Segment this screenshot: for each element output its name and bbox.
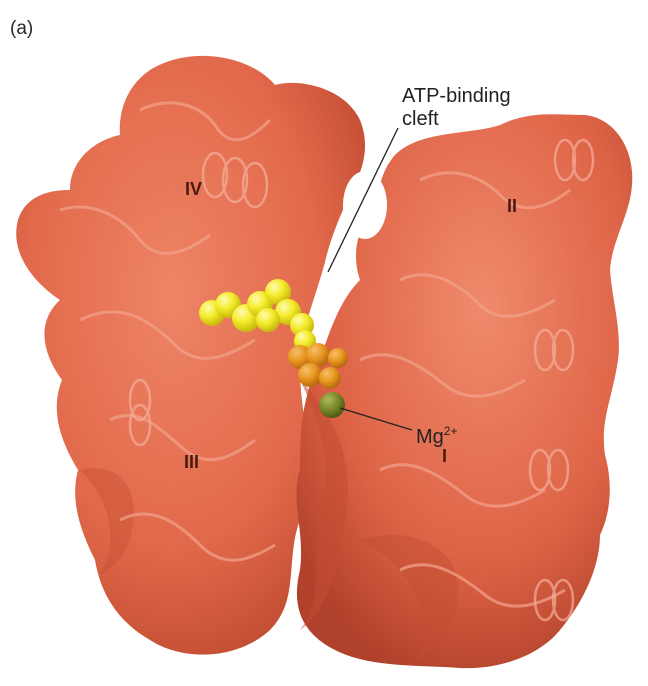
atp-phosphate xyxy=(319,367,341,389)
atp-phosphate xyxy=(288,345,312,369)
atp-molecule xyxy=(199,279,348,389)
helix-coil xyxy=(553,138,577,182)
helix-coils xyxy=(128,138,595,622)
domain-label-ii: II xyxy=(507,196,518,216)
atp-label-line1: ATP-binding xyxy=(402,85,511,107)
surface-lobe-right xyxy=(296,114,633,669)
ribbon xyxy=(419,171,571,210)
helix-coil xyxy=(551,578,575,622)
ribbon xyxy=(139,101,272,142)
helix-coil xyxy=(546,448,570,492)
magnesium-ion xyxy=(319,392,345,418)
ribbon xyxy=(79,310,256,360)
ribbon xyxy=(399,273,556,318)
domain-label-iii: III xyxy=(184,452,200,472)
mg-label-charge: 2+ xyxy=(443,424,458,438)
atp-phosphate xyxy=(298,363,322,387)
atp-atom xyxy=(265,279,291,305)
panel-label: (a) xyxy=(10,18,34,39)
helix-coil xyxy=(533,328,557,372)
secondary-structure-ribbons xyxy=(59,101,571,608)
helix-coil xyxy=(533,578,557,622)
atp-binding-cleft-label: ATP-binding cleft xyxy=(402,85,511,131)
atp-phosphate xyxy=(328,348,348,368)
ribbon xyxy=(399,563,566,608)
ribbon xyxy=(379,463,546,508)
helix-coil xyxy=(128,403,152,447)
surface-shadow-fold xyxy=(300,380,348,630)
surface-shadow-fold xyxy=(80,468,134,575)
atp-leader-line xyxy=(327,127,399,273)
mg-label-base: Mg xyxy=(416,426,444,448)
ribbon xyxy=(59,205,211,255)
domain-label-i: I xyxy=(442,446,448,466)
domain-label-iv: IV xyxy=(185,179,203,199)
helix-coil xyxy=(551,328,575,372)
atp-atom xyxy=(256,308,280,332)
helix-coil xyxy=(241,161,269,209)
ribbon xyxy=(119,512,276,562)
atp-phosphate xyxy=(306,343,330,367)
surface-cavity xyxy=(343,171,387,239)
helix-coil xyxy=(571,138,595,182)
helix-coil xyxy=(128,378,152,422)
mg-leader-line xyxy=(339,407,413,431)
magnesium-label: Mg2+ xyxy=(416,420,457,449)
ribbon xyxy=(359,353,526,398)
helix-coil xyxy=(201,151,229,199)
helix-coil xyxy=(528,448,552,492)
atp-label-line2: cleft xyxy=(402,108,439,130)
helix-coil xyxy=(221,156,249,204)
